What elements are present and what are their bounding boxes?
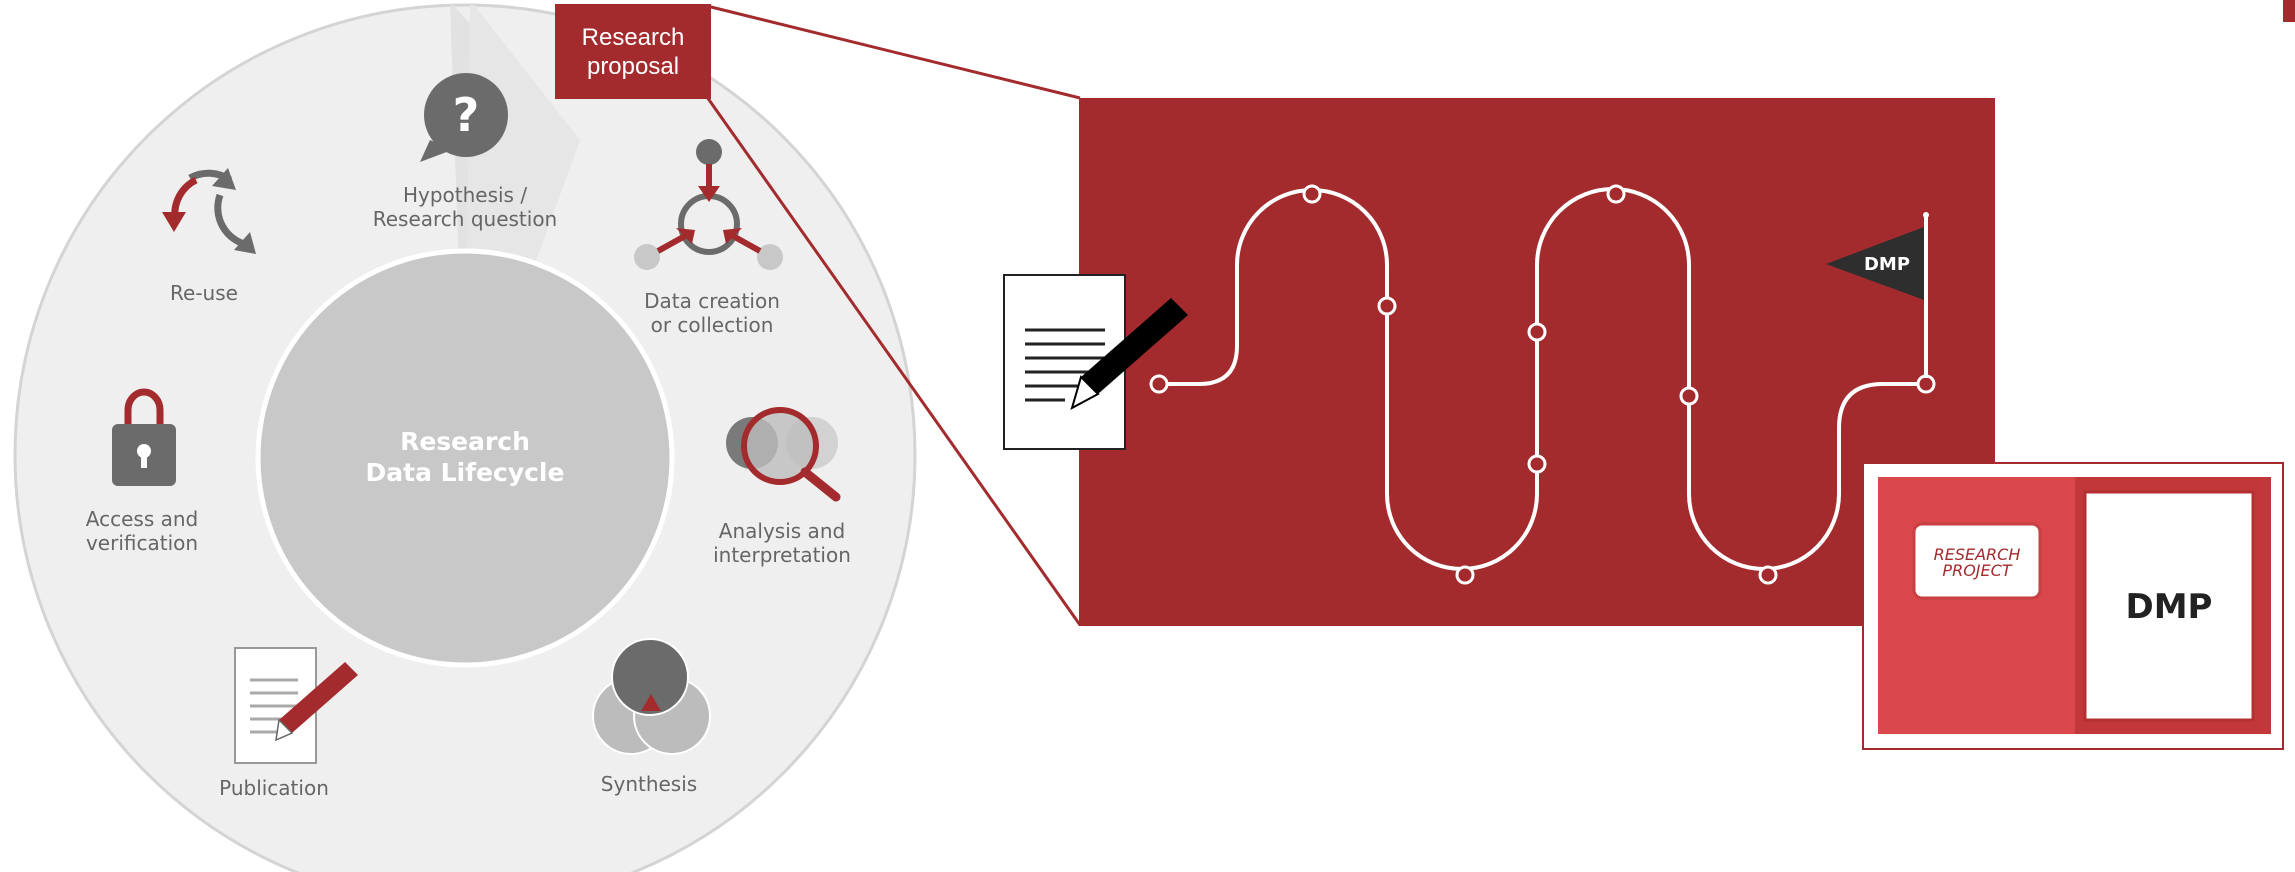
milestone-node: [1377, 296, 1397, 316]
stage-reuse-label: Re-use: [170, 281, 238, 305]
stage-access-line1: Access and: [86, 507, 198, 531]
stage-synthesis-label: Synthesis: [601, 772, 697, 796]
folder-icon: [1862, 462, 2284, 750]
stage-analysis-line2: interpretation: [713, 543, 851, 567]
stage-analysis-line1: Analysis and: [719, 519, 845, 543]
research-proposal-line1: Research: [581, 23, 685, 51]
padlock-icon: [112, 388, 176, 486]
stage-publication-label: Publication: [219, 776, 329, 800]
stage-hypothesis-line1: Hypothesis /: [403, 183, 527, 207]
center-circle: [255, 248, 675, 668]
flag-icon: [1826, 212, 1929, 378]
milestone-node: [1527, 322, 1547, 342]
milestone-node: [1916, 374, 1936, 394]
stage-access-line2: verification: [86, 531, 198, 555]
milestone-node: [1527, 454, 1547, 474]
center-title-line1: Research: [400, 427, 530, 456]
roadmap-document-icon: [1003, 274, 1188, 450]
magnifier-icon: [726, 407, 841, 502]
connector-top: [706, 4, 1081, 100]
milestone-node: [1149, 374, 1169, 394]
milestone-node: [1606, 184, 1626, 204]
data-collection-icon: [634, 139, 783, 270]
venn-diagram-icon: [592, 638, 711, 755]
research-proposal-line2: proposal: [586, 52, 680, 80]
stage-data-creation-line1: Data creation: [644, 289, 780, 313]
research-proposal-box: Research proposal: [555, 4, 711, 99]
flag-label: DMP: [1864, 254, 1910, 275]
folder-page-label: DMP: [2126, 587, 2213, 627]
milestone-node: [1302, 184, 1322, 204]
folder-label-line2: PROJECT: [1942, 561, 2012, 580]
milestone-node: [1679, 386, 1699, 406]
roadmap-milestones: [1149, 184, 1936, 585]
question-bubble-icon: ?: [420, 73, 508, 162]
connector-bottom: [705, 96, 1082, 626]
svg-text:?: ?: [453, 88, 480, 142]
milestone-node: [1758, 565, 1778, 585]
stage-hypothesis-line2: Research question: [373, 207, 558, 231]
roadmap-path: [1159, 187, 1928, 571]
stage-data-creation-line2: or collection: [651, 313, 774, 337]
recycle-icon: [162, 168, 256, 254]
folder-label-line1: RESEARCH: [1934, 545, 2021, 564]
corner-accent: [2283, 0, 2295, 22]
milestone-node: [1455, 565, 1475, 585]
center-title-line2: Data Lifecycle: [366, 458, 565, 487]
pencil-document-icon: [234, 647, 358, 764]
